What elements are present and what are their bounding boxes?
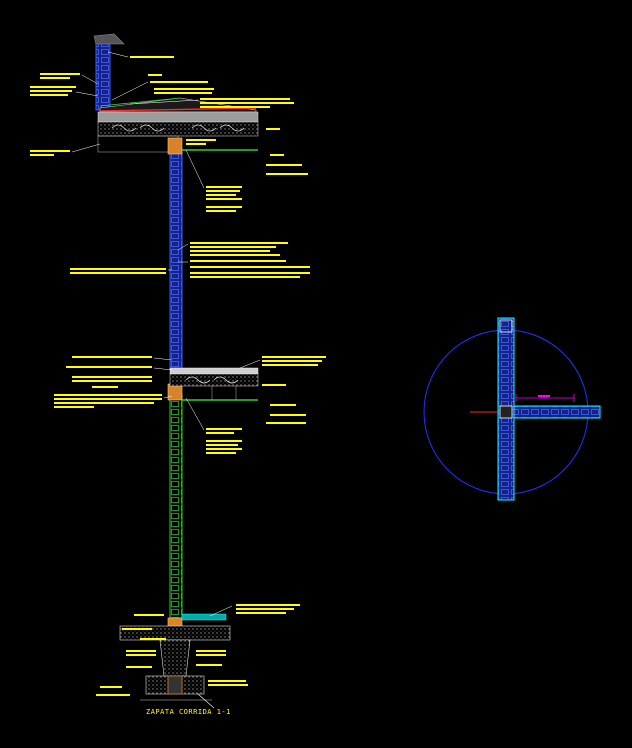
- column-cap-top: [167, 137, 183, 155]
- plan-detail: [423, 317, 601, 501]
- mid-slab: [169, 367, 259, 401]
- annotation-marks: [30, 56, 326, 696]
- wall-column: [167, 137, 183, 619]
- roof-slab: [97, 97, 259, 153]
- column-cap-mid: [167, 383, 183, 401]
- leader-lines: [71, 51, 261, 617]
- waterproof-membrane: [99, 107, 257, 112]
- drawing-title: ZAPATA CORRIDA 1-1: [146, 708, 231, 716]
- parapet: [93, 33, 125, 111]
